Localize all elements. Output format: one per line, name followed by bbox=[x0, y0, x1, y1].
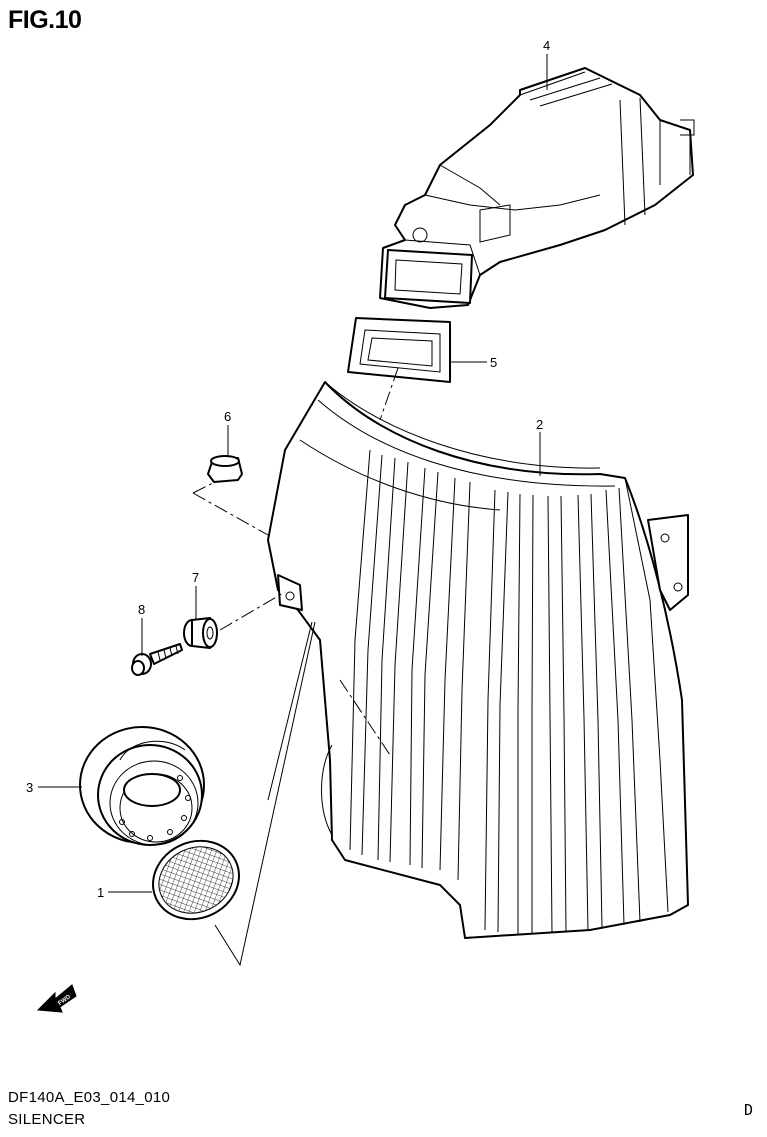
silencer-case-icon[interactable] bbox=[267, 381, 689, 939]
figure-title: FIG.10 bbox=[8, 6, 82, 34]
callout-labels: 4 5 2 6 7 8 3 1 bbox=[26, 38, 550, 900]
drawing-code: DF140A_E03_014_010 bbox=[8, 1089, 171, 1106]
page-letter: D bbox=[744, 1101, 754, 1119]
callout-3: 3 bbox=[26, 780, 33, 795]
callout-4: 4 bbox=[543, 38, 550, 53]
mesh-screen-icon[interactable] bbox=[140, 827, 252, 933]
collar-icon[interactable] bbox=[207, 455, 243, 483]
leader-lines bbox=[38, 54, 548, 967]
front-arrow-icon: FWD bbox=[36, 984, 77, 1013]
callout-5: 5 bbox=[490, 355, 497, 370]
intake-bell-icon[interactable] bbox=[79, 726, 205, 846]
assembly-lines bbox=[192, 367, 399, 756]
callout-6: 6 bbox=[224, 409, 231, 424]
drawing-name: SILENCER bbox=[8, 1111, 86, 1128]
grommet-icon[interactable] bbox=[183, 617, 218, 649]
air-duct-icon[interactable] bbox=[379, 67, 695, 309]
callout-2: 2 bbox=[536, 417, 543, 432]
callout-7: 7 bbox=[192, 570, 199, 585]
bolt-icon[interactable] bbox=[131, 643, 183, 676]
callout-1: 1 bbox=[97, 885, 104, 900]
callout-8: 8 bbox=[138, 602, 145, 617]
seal-gasket-icon[interactable] bbox=[347, 317, 451, 383]
